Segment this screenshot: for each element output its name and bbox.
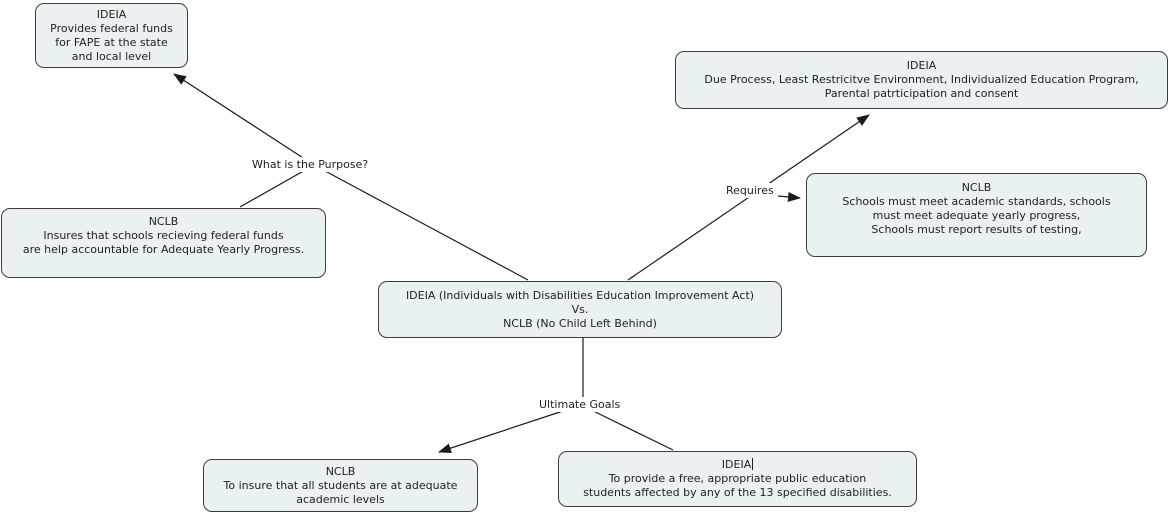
text-caret: [752, 458, 754, 470]
node-text-line: for FAPE at the state: [55, 35, 168, 49]
node-text-line: NCLB: [325, 464, 356, 478]
node-main-topic[interactable]: IDEIA (Individuals with Disabilities Edu…: [378, 281, 782, 338]
node-text-line: students affected by any of the 13 speci…: [583, 486, 892, 499]
node-text-line: must meet adequate yearly progress,: [872, 209, 1081, 222]
node-text-line: are help accountable for Adequate Yearly…: [22, 243, 305, 256]
node-text-line: Parental patrticipation and consent: [824, 87, 1019, 100]
node-text-line: To provide a free, appropriate public ed…: [608, 472, 867, 485]
node-text-line: To insure that all students are at adequ…: [223, 478, 458, 492]
connector-purpose-to-nclb[interactable]: [239, 164, 315, 208]
node-text-line: academic levels: [296, 492, 385, 506]
node-text-line: and local level: [71, 49, 152, 63]
connector-maintopic-to-purpose-label[interactable]: [313, 164, 529, 281]
node-text-line: NCLB (No Child Left Behind): [503, 316, 657, 330]
node-text-line: IDEIA: [721, 458, 754, 471]
connector-purpose-to-ideia-arrow[interactable]: [173, 73, 315, 166]
connector-goals-to-nclb-arrow[interactable]: [438, 404, 582, 453]
node-text-line: IDEIA (Individuals with Disabilities Edu…: [405, 288, 755, 302]
node-text-line: Insures that schools recieving federal f…: [43, 229, 284, 242]
node-text-line: Schools must report results of testing,: [871, 223, 1082, 236]
node-text-line: Schools must meet academic standards, sc…: [842, 195, 1111, 208]
node-text-line: NCLB: [961, 181, 992, 194]
link-label-requires[interactable]: Requires: [723, 183, 777, 198]
node-text-line: NCLB: [148, 215, 179, 228]
link-label-purpose[interactable]: What is the Purpose?: [249, 157, 372, 172]
node-text-line: Due Process, Least Restricitve Environme…: [704, 73, 1139, 86]
node-text-line: Vs.: [571, 302, 589, 316]
node-text-line: IDEIA: [96, 7, 127, 21]
node-text-line: Provides federal funds: [50, 21, 173, 35]
connector-requires-to-nclb-arrow[interactable]: [777, 191, 801, 202]
connector-goals-to-ideia[interactable]: [580, 404, 674, 451]
link-label-ultimate-goals[interactable]: Ultimate Goals: [536, 397, 624, 412]
node-text-line: IDEIA: [906, 59, 937, 72]
